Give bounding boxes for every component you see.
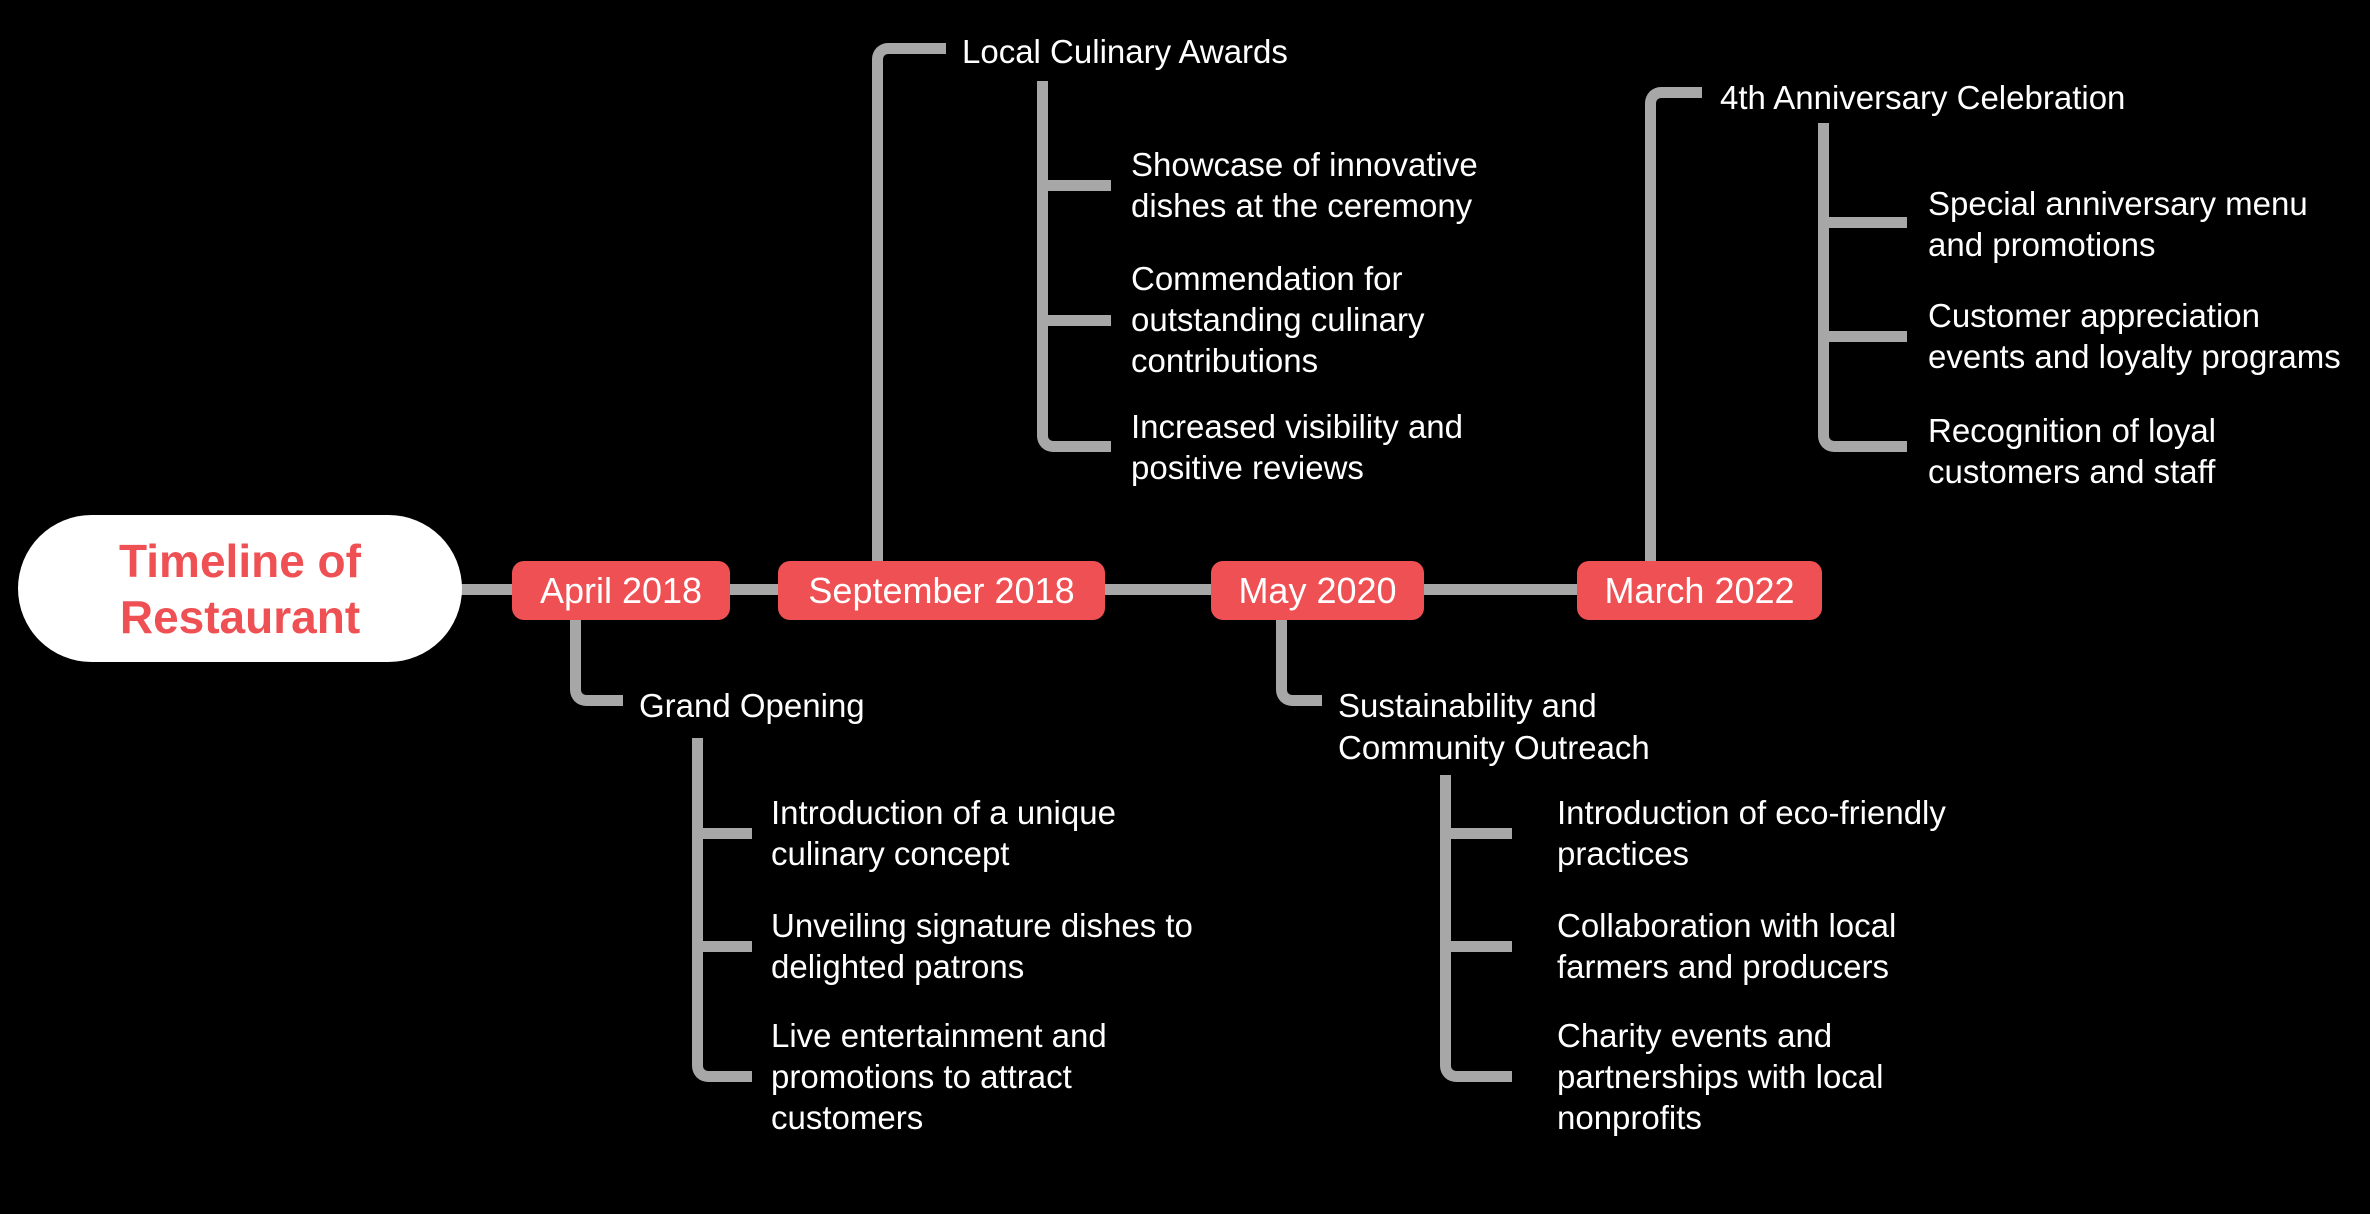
tick-culinary-detail-1 [1037,180,1111,191]
node-may-2020: May 2020 [1211,561,1424,620]
spine-anniversary-celebration [1818,123,1907,452]
topic-local-culinary-awards: Local Culinary Awards [962,33,1288,70]
connector-march-to-topic [1645,87,1702,565]
tick-grand-detail-1 [692,828,752,839]
detail-culinary-3: Increased visibility and positive review… [1131,408,1463,486]
tick-culinary-detail-2 [1037,315,1111,326]
detail-anniversary-2: Customer appreciation events and loyalty… [1928,297,2341,375]
detail-culinary-1: Showcase of innovative dishes at the cer… [1131,146,1478,224]
detail-culinary-2: Commendation for outstanding culinary co… [1131,260,1425,379]
detail-sustain-2: Collaboration with local farmers and pro… [1557,907,1897,985]
topic-grand-opening: Grand Opening [639,687,865,724]
tick-grand-detail-2 [692,941,752,952]
connector-april-to-topic [570,616,623,706]
tick-sustain-detail-1 [1440,828,1512,839]
node-april-2018: April 2018 [512,561,730,620]
detail-sustain-1: Introduction of eco-friendly practices [1557,794,1946,872]
detail-grand-1: Introduction of a unique culinary concep… [771,794,1116,872]
detail-sustain-3: Charity events and partnerships with loc… [1557,1017,1884,1136]
spine-local-culinary-awards [1037,81,1111,452]
spine-sustainability-outreach [1440,775,1512,1082]
connector-may-to-topic [1276,616,1322,706]
node-september-2018: September 2018 [778,561,1105,620]
tick-anniversary-detail-1 [1818,217,1907,228]
detail-grand-3: Live entertainment and promotions to att… [771,1017,1107,1136]
topic-sustainability-outreach: Sustainability and Community Outreach [1338,687,1650,766]
topic-anniversary-celebration: 4th Anniversary Celebration [1720,79,2126,116]
tick-anniversary-detail-2 [1818,331,1907,342]
tick-sustain-detail-2 [1440,941,1512,952]
detail-anniversary-1: Special anniversary menu and promotions [1928,185,2308,263]
node-march-2022: March 2022 [1577,561,1822,620]
root-node: Timeline of Restaurant [18,515,462,662]
detail-grand-2: Unveiling signature dishes to delighted … [771,907,1193,985]
detail-anniversary-3: Recognition of loyal customers and staff [1928,412,2217,490]
connector-september-to-topic [872,43,946,565]
spine-grand-opening [692,738,752,1082]
